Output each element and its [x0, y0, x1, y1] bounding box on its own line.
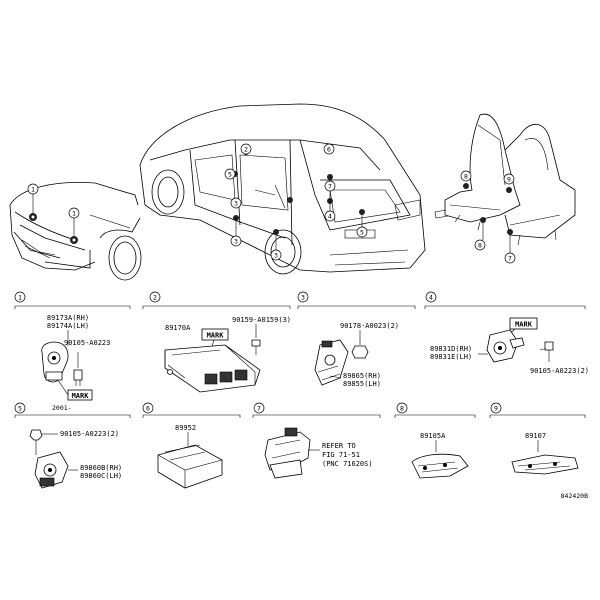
mark-label: MARK	[515, 321, 533, 329]
bolt-number-90178-A0023: 90178-A0023(2)	[340, 322, 399, 330]
refer-fig-note: FIG 71-51	[322, 451, 360, 459]
svg-text:5: 5	[228, 171, 232, 179]
cell-6-module: 89952	[157, 424, 223, 489]
svg-text:9: 9	[494, 405, 498, 413]
part-number-89174A: 89174A(LH)	[47, 322, 89, 330]
body-vehicle-view	[139, 103, 426, 275]
drawing-code: 842420B	[561, 492, 588, 500]
cell-2-airbag-ecu: 89170A 90159-A0159(3) MARK	[164, 316, 291, 393]
mark-label: MARK	[72, 392, 90, 400]
svg-text:1: 1	[72, 210, 76, 218]
svg-text:7: 7	[257, 405, 261, 413]
svg-text:3: 3	[234, 200, 238, 208]
marker-body-3b: 3	[270, 235, 282, 261]
cell-7-seat-sensor: REFER TO FIG 71-51 (PNC 71620S)	[264, 427, 373, 479]
marker-seat-8a: 8	[460, 170, 472, 182]
svg-text:1: 1	[31, 186, 35, 194]
marker-front-1a: 1	[27, 183, 39, 195]
front-vehicle-view	[9, 182, 142, 281]
marker-body-6: 6	[323, 143, 335, 155]
svg-text:4: 4	[328, 213, 332, 221]
cell-number-7: 7	[253, 402, 265, 414]
refer-pnc-note: (PNC 71620S)	[322, 460, 373, 468]
part-number-89831E: 89831E(LH)	[430, 353, 472, 361]
mark-label-box	[201, 328, 229, 341]
svg-text:4: 4	[429, 294, 433, 302]
marker-body-5a: 5	[224, 168, 236, 180]
svg-text:9: 9	[507, 176, 511, 184]
part-number-89173A: 89173A(RH)	[47, 314, 89, 322]
part-number-89860B: 89860B(RH)	[80, 464, 122, 472]
seat-view	[434, 113, 576, 246]
marker-seat-9: 9	[503, 173, 515, 185]
cell-number-6: 6	[142, 402, 154, 414]
bolt-number-90105-A0223: 90105-A0223	[64, 339, 110, 347]
svg-text:1: 1	[18, 294, 22, 302]
cell-number-2: 2	[149, 291, 161, 303]
cell-8-harness: 89105A	[411, 432, 469, 479]
part-number-89105A: 89105A	[420, 432, 446, 440]
svg-text:6: 6	[146, 405, 150, 413]
svg-text:8: 8	[400, 405, 404, 413]
cell-number-5: 5	[14, 402, 26, 414]
marker-body-7: 7	[324, 180, 336, 192]
marker-body-5b: 5	[356, 215, 368, 238]
part-number-89865: 89865(RH)	[343, 372, 381, 380]
svg-text:5: 5	[360, 229, 364, 237]
marker-body-3a: 3 3	[230, 197, 242, 247]
svg-text:3: 3	[301, 294, 305, 302]
cell-9-harness: 89107	[511, 432, 579, 475]
date-note: 2001-	[52, 404, 72, 412]
part-number-89855: 89855(LH)	[343, 380, 381, 388]
bolt-number-90105-A0223-2: 90105-A0223(2)	[530, 367, 589, 375]
part-number-89952: 89952	[175, 424, 196, 432]
marker-body-2: 2	[240, 143, 252, 155]
bolt-number-90105-A0223-5: 90105-A0223(2)	[60, 430, 119, 438]
marker-seat-7: 7	[504, 235, 516, 264]
cell-number-4: 4	[425, 291, 437, 303]
mark-label: MARK	[207, 332, 225, 340]
svg-text:2: 2	[244, 146, 248, 154]
svg-text:7: 7	[328, 183, 332, 191]
marker-front-1b: 1	[68, 207, 80, 219]
front-sensor-left	[29, 213, 37, 221]
seat-sensor-dots	[463, 183, 513, 235]
svg-text:3: 3	[274, 252, 278, 260]
mark-label-box	[509, 317, 538, 330]
cell-frames	[14, 305, 586, 418]
svg-text:2: 2	[153, 294, 157, 302]
refer-to-note: REFER TO	[322, 442, 356, 450]
bolt-number-90159-A0159: 90159-A0159(3)	[232, 316, 291, 324]
cell-number-1: 1	[14, 291, 26, 303]
svg-text:5: 5	[18, 405, 22, 413]
marker-seat-8b: 8	[474, 223, 486, 251]
cell-1-front-impact-sensor: 89173A(RH) 89174A(LH) 90105-A0223 MARK 2…	[41, 314, 110, 412]
part-number-89170A: 89170A	[165, 324, 191, 332]
cell-number-3: 3	[297, 291, 309, 303]
cell-number-8: 8	[396, 402, 408, 414]
cell-4-side-sensor: MARK 89831D(RH) 89831E(LH) 90105-A0223(2…	[430, 317, 589, 375]
svg-text:3: 3	[234, 238, 238, 246]
svg-text:7: 7	[508, 255, 512, 263]
svg-text:8: 8	[478, 242, 482, 250]
cell-5-rear-sensor: 90105-A0223(2) 89860B(RH) 89860C(LH)	[29, 429, 122, 489]
front-sensor-right	[70, 236, 78, 244]
svg-text:8: 8	[464, 173, 468, 181]
svg-text:6: 6	[327, 146, 331, 154]
cell-number-9: 9	[490, 402, 502, 414]
part-number-89107: 89107	[525, 432, 546, 440]
part-number-89860C: 89860C(LH)	[80, 472, 122, 480]
body-sensor-dots	[232, 149, 365, 235]
cell-3-door-sensor: 90178-A0023(2) 89865(RH) 89855(LH)	[314, 322, 399, 388]
part-number-89831D: 89831D(RH)	[430, 345, 472, 353]
